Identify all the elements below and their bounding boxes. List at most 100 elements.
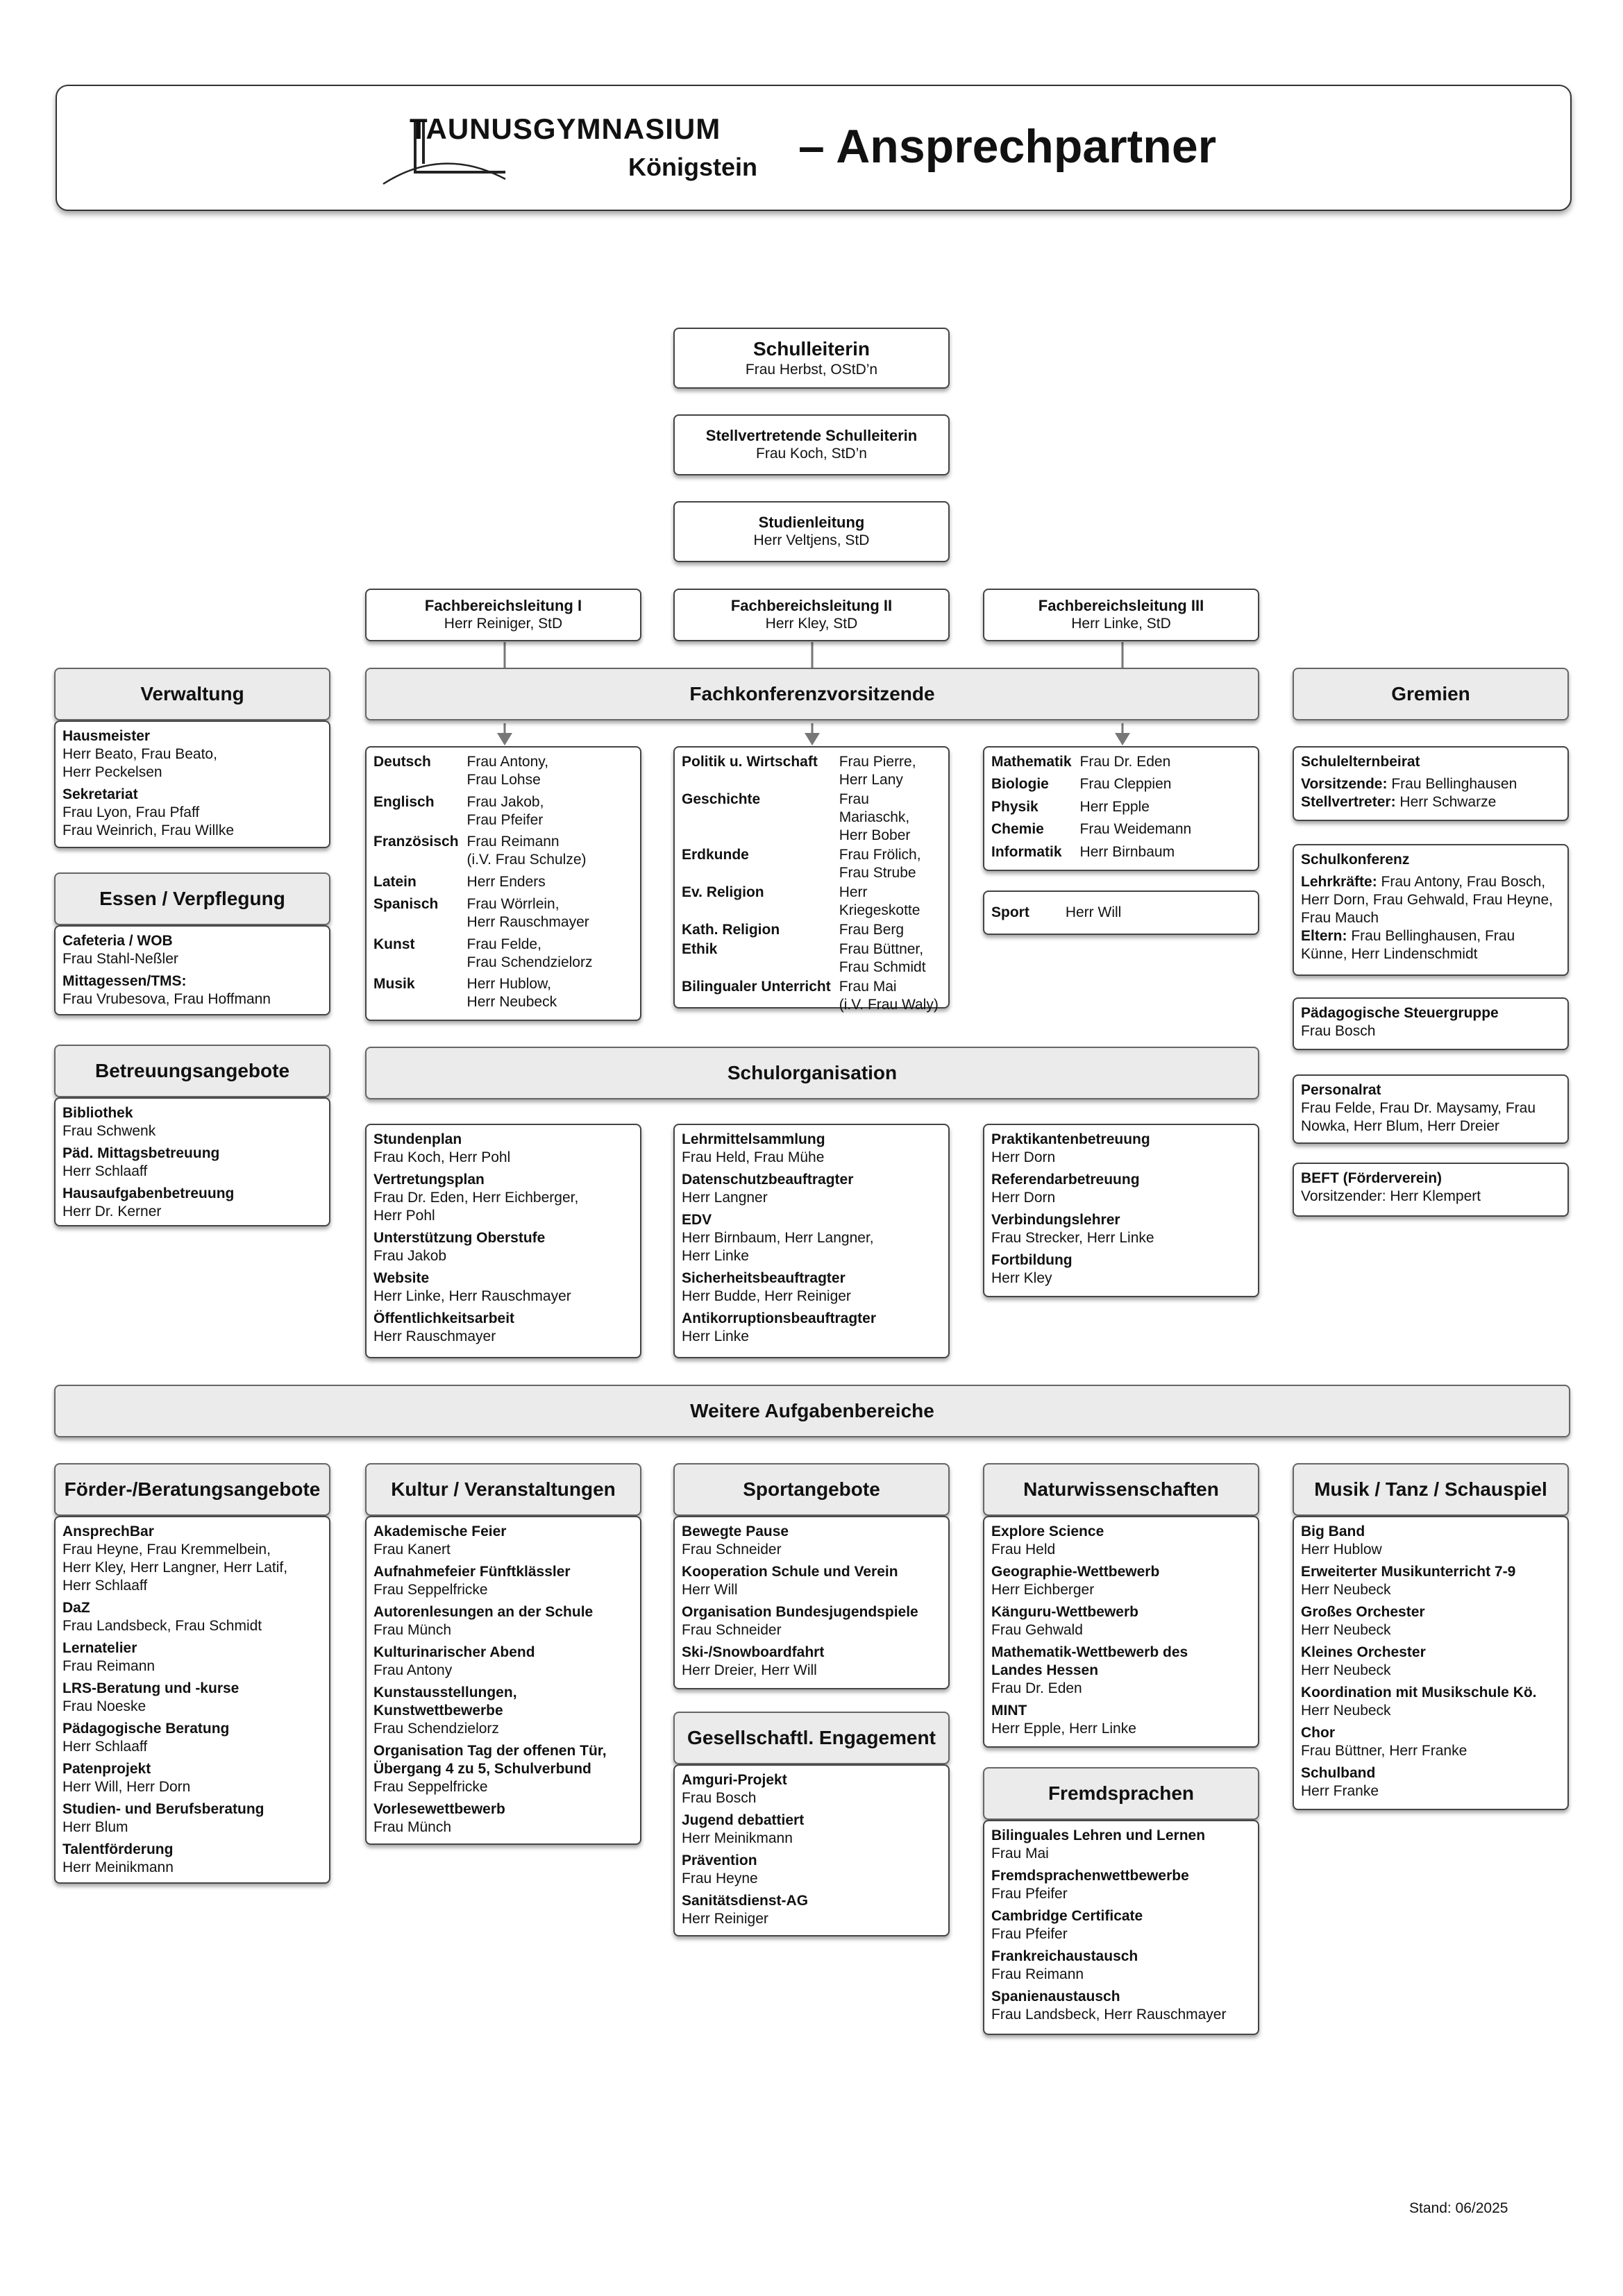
fachbereich-2-title: Fachbereichsleitung II <box>730 597 893 614</box>
subject-names: Frau Büttner, Frau Schmidt <box>839 941 926 975</box>
subject-names: Herr Epple <box>1079 798 1150 815</box>
fachbereich-1-name: Herr Reiniger, StD <box>444 616 563 632</box>
list-item: Koordination mit Musikschule Kö.Herr Neu… <box>1301 1685 1537 1719</box>
subject-label: Geschichte <box>682 791 761 807</box>
subject-label: Sport <box>991 904 1029 920</box>
subject-names: Herr Hublow, Herr Neubeck <box>466 976 557 1011</box>
betreuung-header: Betreuungsangebote <box>54 1045 330 1097</box>
studienleitung-box: Studienleitung Herr Veltjens, StD <box>673 501 950 562</box>
subject-label: Bilingualer Unterricht <box>682 979 831 995</box>
fachbereich-3-box: Fachbereichsleitung III Herr Linke, StD <box>983 589 1259 641</box>
gesellschaft-header: Gesellschaftl. Engagement <box>673 1712 950 1764</box>
subject-label: Physik <box>991 798 1038 815</box>
subject-label: Ev. Religion <box>682 884 764 900</box>
subject-names: Frau Antony, Frau Lohse <box>466 754 549 788</box>
list-item: Mittagessen/TMS:Frau Vrubesova, Frau Hof… <box>62 973 271 1007</box>
subject-names: Frau Mariaschk, Herr Bober <box>839 791 911 843</box>
personalrat-title: Personalrat <box>1301 1082 1381 1098</box>
musik-header: Musik / Tanz / Schauspiel <box>1293 1463 1569 1516</box>
stellvertretung-title: Stellvertretende Schulleiterin <box>705 427 918 444</box>
subject-names: Frau Jakob, Frau Pfeifer <box>466 793 544 828</box>
essen-header: Essen / Verpflegung <box>54 872 330 925</box>
schulleiterin-box: Schulleiterin Frau Herbst, OStD’n <box>673 328 950 389</box>
studienleitung-name: Herr Veltjens, StD <box>753 532 870 548</box>
schulkonferenz-title: Schulkonferenz <box>1301 852 1410 868</box>
fachbereich-3-title: Fachbereichsleitung III <box>1038 597 1204 614</box>
subject-names: Herr Enders <box>466 874 546 890</box>
steuergruppe-title: Pädagogische Steuergruppe <box>1301 1005 1499 1021</box>
subject-names: Frau Weidemann <box>1079 821 1192 838</box>
beft-box: BEFT (Förderverein) Vorsitzender: Herr K… <box>1293 1163 1569 1217</box>
subject-label: Englisch <box>373 793 435 810</box>
subject-label: Kunst <box>373 936 415 952</box>
studienleitung-title: Studienleitung <box>758 514 865 531</box>
subject-label: Musik <box>373 976 415 993</box>
subject-names: Frau Frölich, Frau Strube <box>839 847 921 881</box>
subject-names: Frau Cleppien <box>1079 776 1172 793</box>
header-banner <box>56 85 1572 211</box>
subject-names: Frau Wörrlein, Herr Rauschmayer <box>466 895 589 930</box>
steuergruppe-box: Pädagogische Steuergruppe Frau Bosch <box>1293 997 1569 1050</box>
verwaltung-header: Verwaltung <box>54 668 330 720</box>
subject-label: Latein <box>373 874 417 890</box>
subject-label: Informatik <box>991 843 1062 860</box>
beft-title: BEFT (Förderverein) <box>1301 1170 1443 1186</box>
foerder-header: Förder-/Beratungsangebote <box>54 1463 330 1516</box>
sportangebote-header: Sportangebote <box>673 1463 950 1516</box>
subject-label: Deutsch <box>373 754 431 770</box>
stellvertretung-box: Stellvertretende Schulleiterin Frau Koch… <box>673 414 950 475</box>
subject-label: Kath. Religion <box>682 922 780 938</box>
stellvertretung-name: Frau Koch, StD’n <box>756 446 867 462</box>
fachbereich-2-box: Fachbereichsleitung II Herr Kley, StD <box>673 589 950 641</box>
stand-date: Stand: 06/2025 <box>1409 2200 1508 2216</box>
